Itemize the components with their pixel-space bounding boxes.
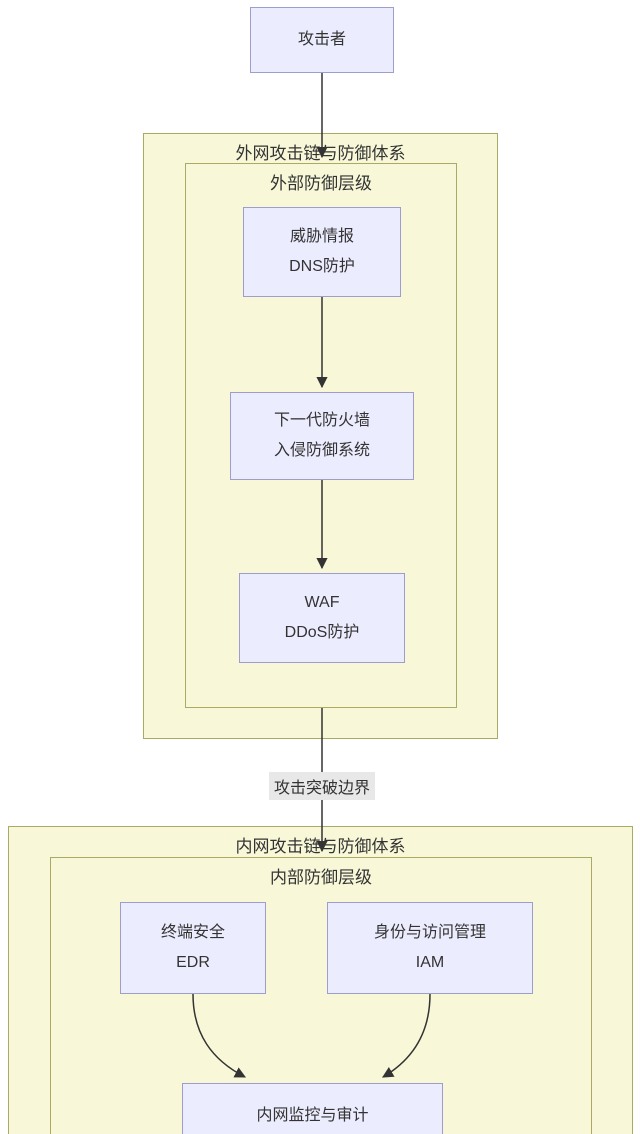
node-identity-iam: 身份与访问管理 IAM: [327, 902, 533, 994]
node-waf-ddos: WAF DDoS防护: [239, 573, 405, 663]
node-iam-line1: 身份与访问管理: [373, 923, 486, 941]
cluster-external-inner-title: 外部防御层级: [270, 174, 372, 193]
cluster-internal-inner-title: 内部防御层级: [270, 868, 372, 887]
cluster-internal-title: 内网攻击链与防御体系: [235, 837, 406, 856]
node-edr-line1: 终端安全: [160, 923, 225, 941]
node-threat-intel-line1: 威胁情报: [289, 227, 354, 245]
node-iam-line2: IAM: [415, 954, 445, 971]
node-threat-intel-line2: DNS防护: [289, 258, 355, 275]
node-endpoint-edr: 终端安全 EDR: [120, 902, 266, 994]
node-threat-intel-dns: 威胁情报 DNS防护: [243, 207, 401, 297]
node-monitor-label: 内网监控与审计: [256, 1106, 369, 1124]
node-attacker-label: 攻击者: [297, 30, 346, 48]
cluster-external-title: 外网攻击链与防御体系: [235, 144, 406, 163]
node-ngfw-ips: 下一代防火墙 入侵防御系统: [230, 392, 414, 480]
edge-label-breach: 攻击突破边界: [268, 772, 376, 800]
node-ngfw-line1: 下一代防火墙: [273, 411, 370, 429]
node-ngfw-line2: 入侵防御系统: [273, 442, 370, 459]
node-edr-line2: EDR: [176, 954, 210, 971]
node-internal-monitor-audit: 内网监控与审计: [182, 1083, 443, 1134]
node-attacker: 攻击者: [250, 7, 394, 73]
node-waf-line2: DDoS防护: [284, 624, 360, 641]
node-waf-line1: WAF: [304, 593, 340, 611]
